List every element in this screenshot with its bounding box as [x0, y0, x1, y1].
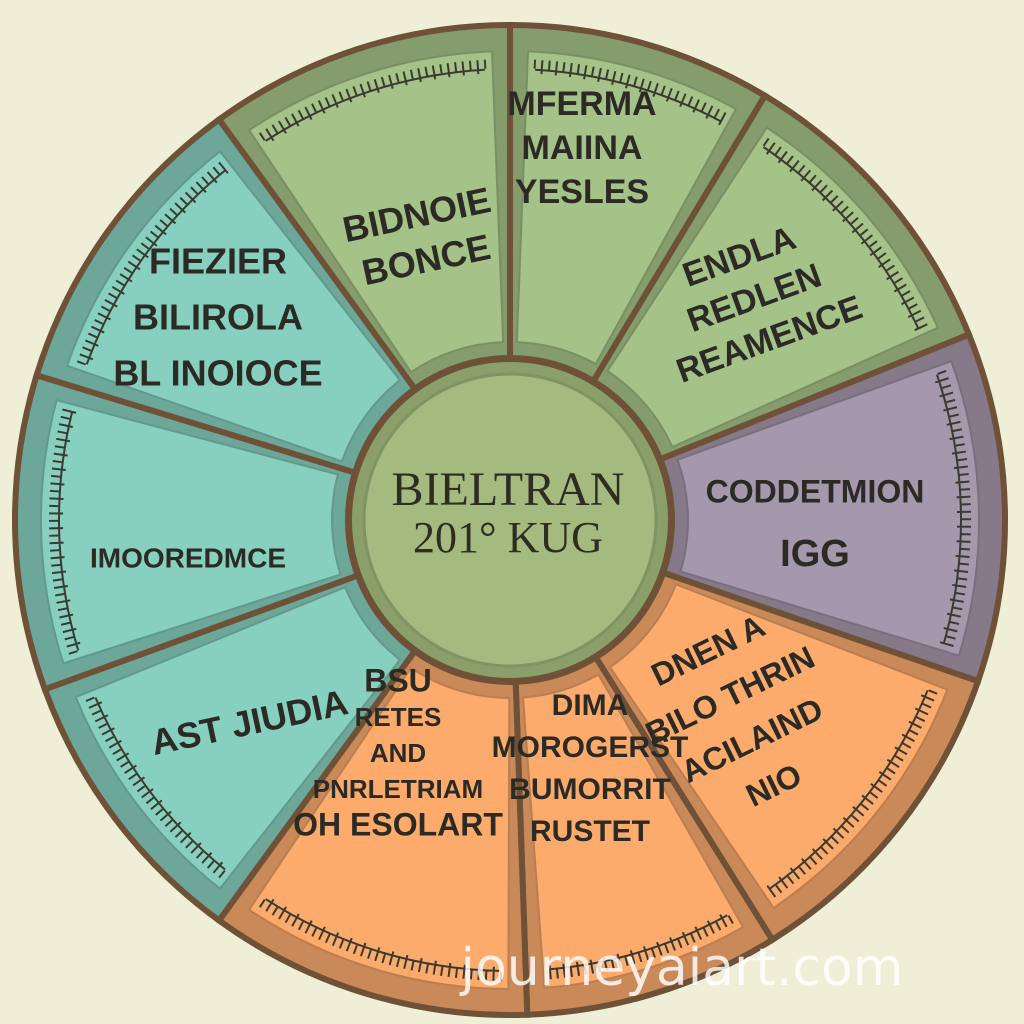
segment-tick-marks	[533, 59, 727, 126]
segment-panel	[247, 666, 511, 991]
labels-layer: BIDNOIEBONCEMFERMAMAIINAYESLESENDLAREDLE…	[90, 85, 924, 848]
segment-tick-marks	[548, 914, 734, 980]
segment-tick-marks	[766, 689, 938, 898]
segment-label-line: DIMA	[552, 689, 629, 722]
segment-label-line: BSU	[364, 662, 432, 698]
segment-label-line: RUSTET	[530, 815, 650, 848]
segment-orange-1	[591, 568, 982, 944]
segment-label-line: BL INOIOCE	[113, 353, 322, 394]
segment-label-line: BILIROLA	[133, 297, 303, 338]
segment-purple-1	[656, 330, 1008, 685]
segment-teal-3	[32, 115, 419, 477]
center-hub: BIELTRAN 201° KUG	[348, 358, 672, 682]
segment-label-line: MFERMA	[507, 85, 656, 123]
watermark: journeyaiart.com	[460, 938, 904, 998]
segments-layer	[12, 21, 1008, 1019]
segment-tick-marks	[258, 898, 503, 981]
segment-panel	[515, 50, 738, 366]
segment-panel	[676, 359, 980, 657]
segment-orange-2	[512, 653, 777, 1018]
segment-label-line: BUMORRIT	[509, 773, 671, 806]
segment-tick-marks	[762, 137, 928, 332]
segment-label-line: OH ESOLART	[293, 806, 503, 842]
segment-label-line: MAIINA	[522, 129, 643, 167]
segment-panel	[40, 398, 342, 665]
segment-teal-2	[12, 371, 362, 694]
segment-label-line: FIEZIER	[149, 241, 287, 282]
segment-tick-marks	[85, 696, 226, 879]
center-subtitle: 201° KUG	[413, 513, 603, 562]
center-hub-disc	[362, 372, 658, 668]
segment-label-line: YESLES	[515, 173, 649, 211]
segment-tick-marks	[934, 370, 972, 647]
segment-label-line: AND	[370, 738, 426, 768]
segment-green-3	[507, 21, 770, 386]
segment-label-orange-2: DIMA MOROGERST BUMORRIT RUSTET	[492, 689, 689, 848]
segment-tick-marks	[48, 408, 81, 655]
segment-label-green-3: MFERMA MAIINA YESLES	[507, 85, 656, 211]
segment-orange-3	[214, 646, 531, 1019]
center-title: BIELTRAN	[392, 463, 625, 516]
segment-label-line: IGG	[780, 533, 850, 575]
segment-panel	[65, 150, 402, 463]
segment-panel	[247, 50, 505, 374]
segment-label-line: CODDETMION	[706, 473, 925, 509]
segment-label-line: RETES	[355, 702, 442, 732]
segment-label-line: IMOOREDMCE	[90, 542, 286, 573]
segment-label-line: PNRLETRIAM	[313, 774, 483, 804]
segment-label-line: MOROGERST	[492, 731, 689, 764]
segment-label-purple-1: CODDETMION IGG	[706, 473, 925, 575]
segment-panel	[608, 583, 949, 910]
segment-panel	[521, 673, 745, 989]
segment-label-teal-3: FIEZIER BILIROLA BL INOIOCE	[113, 241, 322, 394]
segment-label-teal-2: IMOOREDMCE	[90, 542, 286, 573]
segment-tick-marks	[258, 59, 487, 142]
segment-tick-marks	[76, 161, 229, 366]
segment-panel	[606, 126, 940, 449]
